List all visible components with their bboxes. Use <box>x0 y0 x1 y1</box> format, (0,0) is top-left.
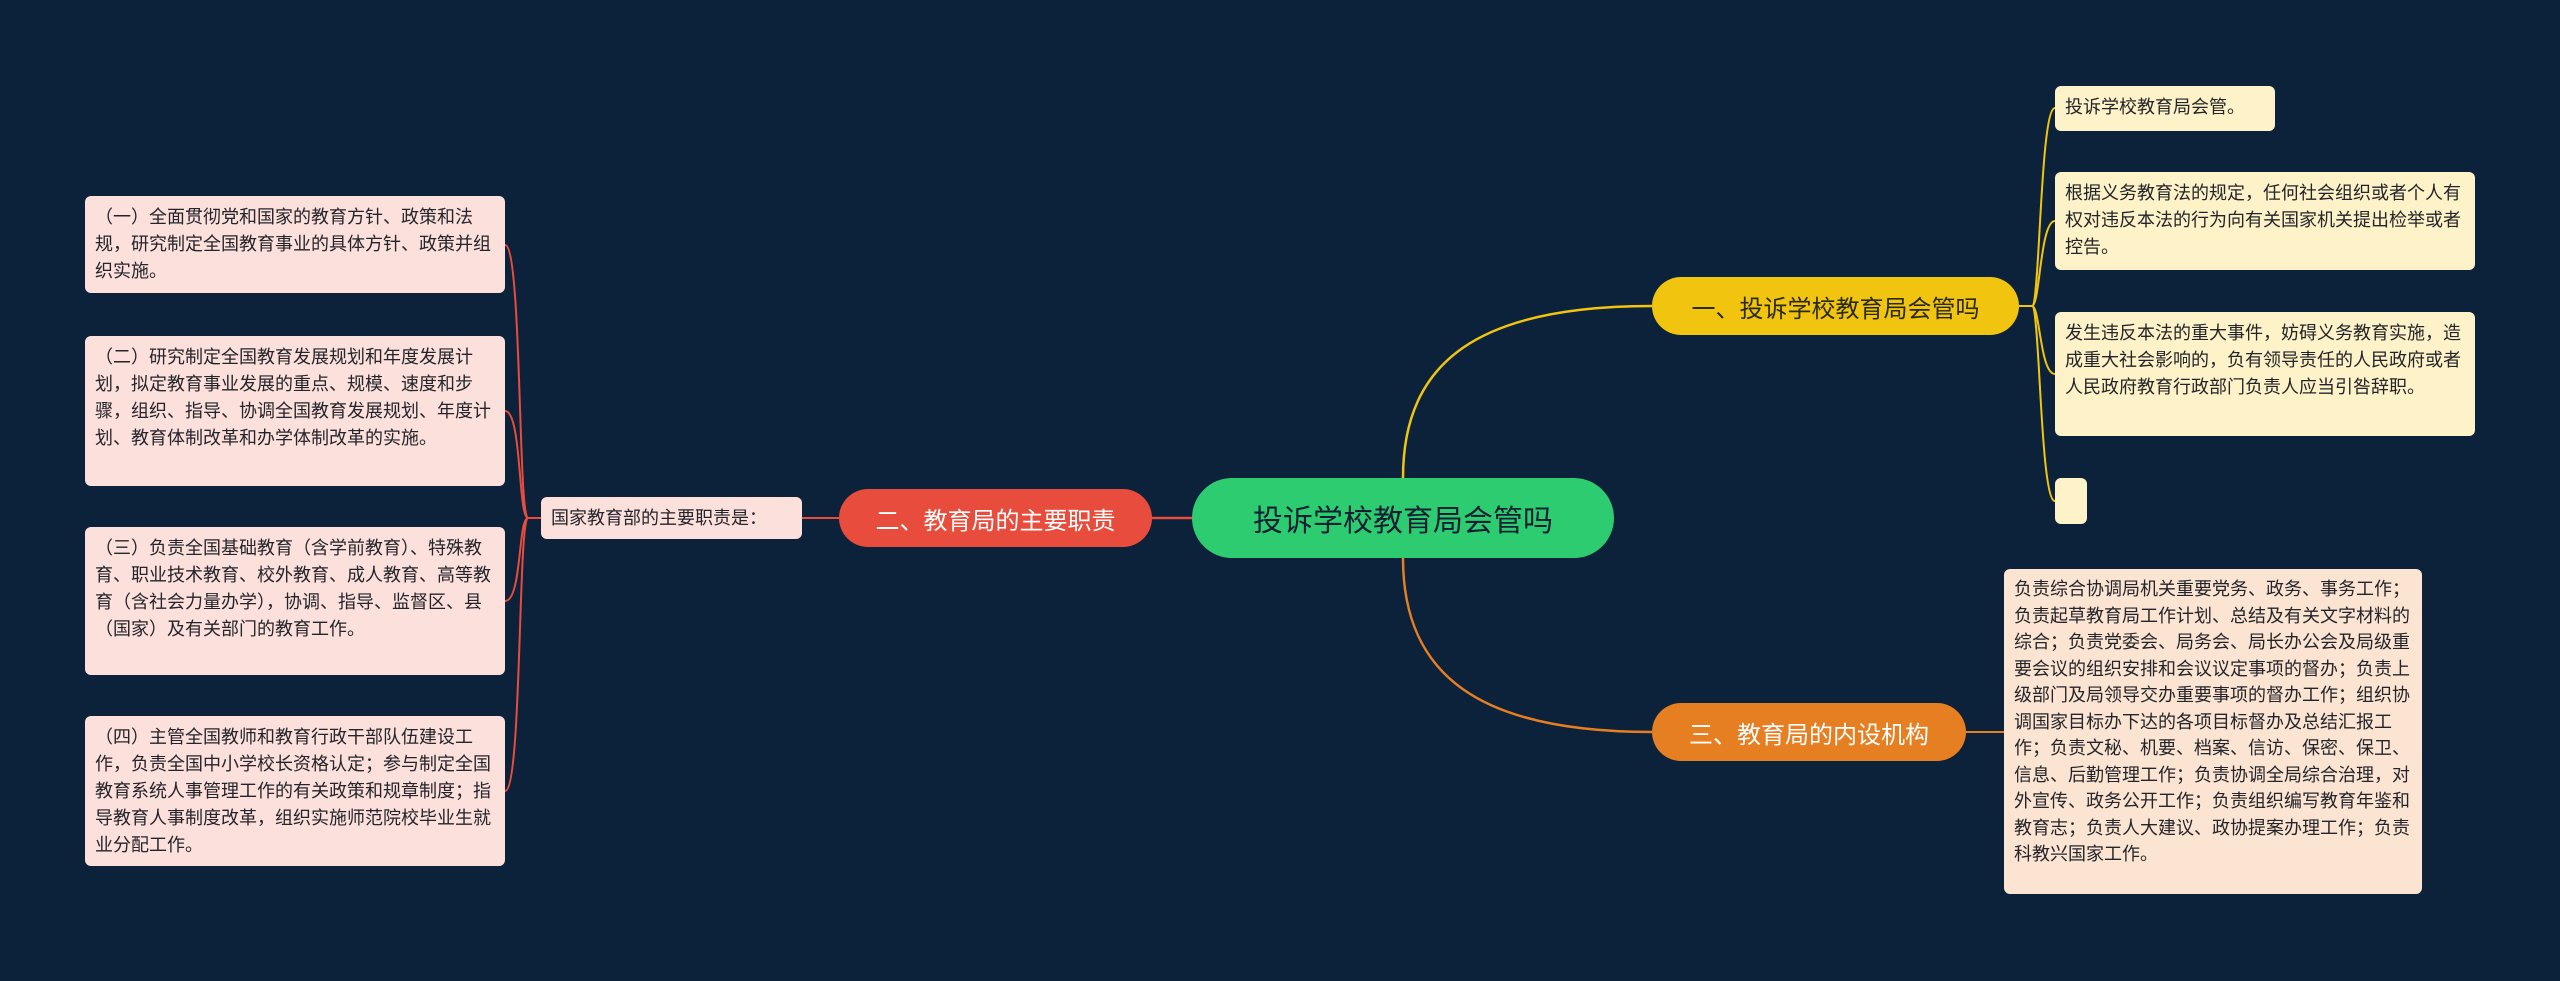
leaf-node[interactable]: （四）主管全国教师和教育行政干部队伍建设工作，负责全国中小学校长资格认定；参与制… <box>85 716 505 866</box>
leaf-node[interactable]: （一）全面贯彻党和国家的教育方针、政策和法规，研究制定全国教育事业的具体方针、政… <box>85 196 505 293</box>
connector-root-branch-3 <box>1401 557 1653 734</box>
connector-branch-1-leaf-4 <box>2031 305 2056 502</box>
connector-intermediate-leaf-3 <box>504 517 529 602</box>
leaf-node[interactable]: 投诉学校教育局会管。 <box>2055 86 2275 131</box>
root-node[interactable]: 投诉学校教育局会管吗 <box>1192 478 1614 558</box>
leaf-node[interactable]: 负责综合协调局机关重要党务、政务、事务工作；负责起草教育局工作计划、总结及有关文… <box>2004 569 2422 894</box>
leaf-node[interactable]: 根据义务教育法的规定，任何社会组织或者个人有权对违反本法的行为向有关国家机关提出… <box>2055 172 2475 270</box>
connector-branch-1-leaf-2 <box>2031 220 2056 307</box>
connector-intermediate-leaf-1 <box>504 244 529 519</box>
connector-branch-1-leaf-3 <box>2031 305 2056 375</box>
connector-intermediate-leaf-2 <box>504 410 529 519</box>
leaf-node[interactable]: 发生违反本法的重大事件，妨碍义务教育实施，造成重大社会影响的，负有领导责任的人民… <box>2055 312 2475 436</box>
leaf-node[interactable]: （三）负责全国基础教育（含学前教育）、特殊教育、职业技术教育、校外教育、成人教育… <box>85 527 505 675</box>
leaf-node[interactable]: （二）研究制定全国教育发展规划和年度发展计划，拟定教育事业发展的重点、规模、速度… <box>85 336 505 486</box>
connector-branch-1-leaf-1 <box>2031 107 2056 307</box>
connector-intermediate-leaf-4 <box>504 517 529 792</box>
intermediate-node[interactable]: 国家教育部的主要职责是： <box>541 497 802 539</box>
branch-node-2[interactable]: 二、教育局的主要职责 <box>839 489 1152 547</box>
branch-node-1[interactable]: 一、投诉学校教育局会管吗 <box>1652 277 2019 335</box>
branch-node-3[interactable]: 三、教育局的内设机构 <box>1652 703 1966 761</box>
connector-root-branch-1 <box>1401 304 1653 479</box>
leaf-node-empty[interactable] <box>2055 478 2087 524</box>
